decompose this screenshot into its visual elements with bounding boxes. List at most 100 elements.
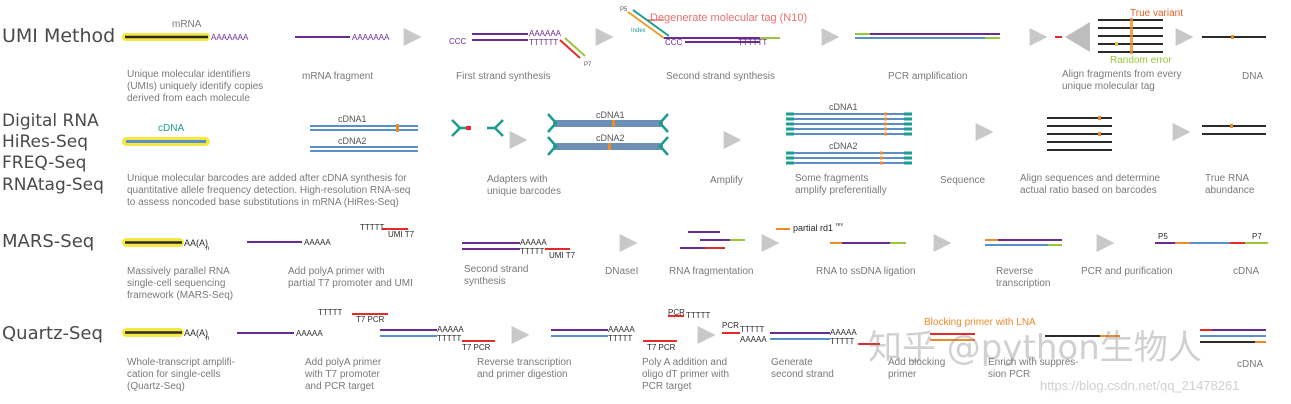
umi-ccc-1: CCC — [449, 37, 467, 46]
quartz-primer-1: Add polyA primer — [305, 357, 382, 368]
row-digital: Digital RNA HiRes-Seq FREQ-Seq RNAtag-Se… — [2, 102, 1266, 208]
digital-adapters-2: unique barcodes — [487, 186, 561, 197]
digital-desc-1: Unique molecular barcodes are added afte… — [127, 173, 407, 184]
amplified-adapter-left — [786, 112, 794, 116]
row-umi: UMI Method mRNA AAAAAAA Unique molecular… — [2, 7, 1266, 104]
quartz-t5-6: TTTTT — [830, 337, 855, 346]
mars-t5-2: TTTTT — [520, 247, 545, 256]
amplified-adapter-left — [786, 151, 794, 155]
mars-second-1: Second strand — [464, 264, 529, 275]
digital-cdna-pair — [310, 124, 418, 152]
quartz-t7pcr: T7 PCR — [356, 315, 385, 324]
quartz-a5: AAAAA — [296, 329, 323, 338]
digital-true-rna-1: True RNA — [1205, 173, 1249, 184]
quartz-t5-3: TTTTT — [608, 334, 633, 343]
digital-desc-2: quantitative allele frequency detection.… — [127, 185, 411, 196]
quartz-aa-n: n — [206, 336, 209, 342]
quartz-mrna — [122, 328, 184, 337]
quartz-generate-2: second strand — [771, 369, 834, 380]
amplified-variant-mark — [880, 151, 883, 155]
quartz-t5: TTTTT — [318, 308, 343, 317]
digital-adapters — [451, 119, 504, 137]
quartz-rt — [380, 329, 495, 342]
quartz-polya-3: PCR target — [642, 381, 692, 392]
umi-dna-variant — [1231, 35, 1234, 39]
mars-reverse-2: transcription — [996, 278, 1050, 289]
mars-partial-rev: rev — [836, 222, 843, 228]
amplified-adapter-left — [786, 117, 794, 121]
mars-a5: AAAAA — [304, 238, 331, 247]
umi-desc-1: Unique molecular identifiers — [127, 69, 250, 80]
amplified-adapter-right — [904, 151, 912, 155]
digital-sequence: Sequence — [940, 175, 985, 186]
row-title-digital-2: HiRes-Seq — [2, 132, 88, 152]
umi-second-strand — [627, 9, 780, 43]
mars-partial: partial rd1 — [793, 223, 833, 233]
mars-second-2: synthesis — [464, 276, 506, 287]
umi-mrna-label: mRNA — [172, 19, 202, 30]
amplified-variant-mark — [884, 112, 887, 116]
quartz-t5-2: TTTTT — [437, 334, 462, 343]
digital-cdna1-b: cDNA1 — [596, 110, 625, 120]
quartz-a5-2: AAAAA — [437, 325, 464, 334]
amplified-adapter-left — [786, 122, 794, 126]
mars-p5: P5 — [1158, 232, 1168, 241]
quartz-cdna-label: cDNA — [1237, 359, 1263, 370]
mars-desc-1: Massively parallel RNA — [127, 266, 230, 277]
umi-desc-2: (UMIs) uniquely identify copies — [127, 81, 263, 92]
digital-adapters-1: Adapters with — [487, 174, 548, 185]
digital-cdna-molecule — [122, 137, 210, 146]
mars-desc-3: framework (MARS-Seq) — [127, 290, 233, 301]
umi-dna-label: DNA — [1242, 71, 1263, 82]
quartz-blocking — [930, 333, 975, 341]
quartz-desc-2: cation for single-cells — [127, 369, 220, 380]
digital-cdna1-c: cDNA1 — [829, 102, 858, 112]
umi-desc-3: derived from each molecule — [127, 93, 250, 104]
umi-fragment-polya: AAAAAAA — [352, 33, 390, 42]
quartz-primer-3: and PCR target — [305, 381, 374, 392]
amplified-adapter-right — [904, 127, 912, 131]
umi-pcr-label: PCR amplification — [888, 71, 967, 82]
digital-true-rna-2: abundance — [1205, 185, 1255, 196]
quartz-polya-2: oligo dT primer with — [642, 369, 729, 380]
mars-reverse — [985, 239, 1062, 246]
mars-t5: TTTTT — [360, 223, 385, 232]
quartz-second — [722, 332, 880, 345]
quartz-primer-2: with T7 promoter — [304, 369, 381, 380]
quartz-polya — [551, 329, 677, 342]
amplified-variant-mark — [884, 117, 887, 121]
row-title-quartz: Quartz-Seq — [2, 323, 103, 344]
digital-cdna2-c: cDNA2 — [829, 141, 858, 151]
quartz-add-blocking-1: Add blocking — [888, 357, 945, 368]
mars-umi-t7: UMI T7 — [388, 230, 415, 239]
quartz-aa: AA(A) — [184, 328, 208, 338]
mars-a5-2: AAAAA — [520, 238, 547, 247]
digital-desc-3: to assess noncoded base substitutions in… — [127, 197, 399, 208]
mars-aa-n: n — [206, 246, 209, 252]
umi-first-strand — [472, 33, 586, 59]
amplified-adapter-right — [904, 117, 912, 121]
quartz-rt-1: Reverse transcription — [477, 357, 571, 368]
umi-mrna-molecule — [122, 33, 210, 41]
quartz-t5-4: TTTTT — [686, 311, 711, 320]
digital-some-frag-2: amplify preferentially — [795, 185, 887, 196]
watermark-zhihu: 知乎 @python生物人 — [868, 328, 1202, 368]
umi-tag-label: Degenerate molecular tag (N10) — [650, 12, 807, 24]
umi-align-label-1: Align fragments from every — [1062, 69, 1182, 80]
umi-true-variant: True variant — [1130, 8, 1183, 19]
quartz-t7pcr-2: T7 PCR — [462, 343, 491, 352]
digital-cdna2-b: cDNA2 — [596, 133, 625, 143]
quartz-polya-1: Poly A addition and — [642, 357, 727, 368]
quartz-enrich-2: sion PCR — [988, 369, 1030, 380]
amplified-adapter-left — [786, 127, 794, 131]
row-title-umi: UMI Method — [2, 25, 115, 47]
mars-fragments — [680, 231, 745, 249]
umi-index: Index — [631, 28, 646, 34]
mars-primer-1: Add polyA primer with — [288, 266, 385, 277]
digital-some-frag-1: Some fragments — [795, 173, 868, 184]
mars-dnase: DNaseI — [605, 266, 638, 277]
digital-cdna-label: cDNA — [158, 123, 184, 134]
amplified-variant-mark — [880, 156, 883, 160]
mars-aa: AA(A) — [184, 238, 208, 248]
